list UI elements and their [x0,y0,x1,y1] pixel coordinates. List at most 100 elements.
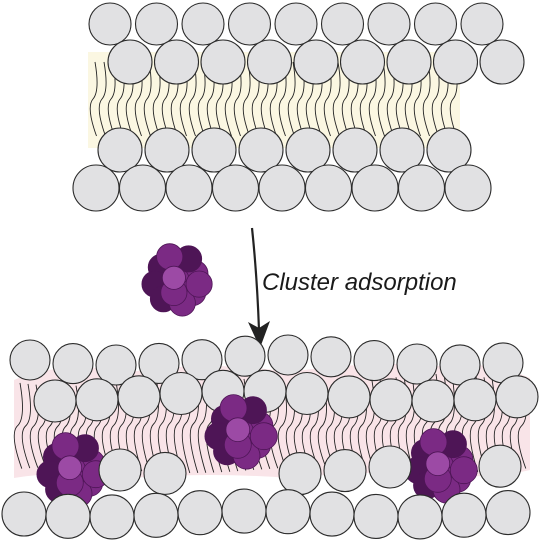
lipid-head-icon [327,375,371,419]
lipid-head-icon [221,488,267,534]
lipid-head-icon [460,2,504,46]
lipid-head-icon [396,343,438,385]
lipid-head-icon [75,378,119,422]
lipid-head-icon [95,344,137,386]
bottom-bilayer-upper-leaflet [9,334,539,423]
arrow-shaft [250,227,261,331]
lipid-head-icon [133,492,179,538]
lipid-tail-icon [233,61,242,137]
lipid-head-icon [495,375,539,419]
lipid-head-icon [368,445,412,489]
lipid-tail-icon [197,61,206,137]
lipid-head-icon [397,494,443,540]
lipid-head-icon [386,39,432,85]
lipid-head-icon [45,493,91,539]
lipid-head-icon [411,379,455,423]
bottom-bilayer-with-clusters [1,334,539,540]
lipid-head-icon [211,164,260,212]
lipid-tail-icon [377,61,386,137]
lipid-head-icon [165,164,213,212]
cluster-icon [404,428,478,504]
lipid-head-icon [479,39,525,85]
lipid-head-icon [309,491,355,537]
lipid-tail-icon [277,384,287,468]
cluster-atom [225,417,251,443]
lipid-head-icon [367,2,411,46]
lipid-tail-icon [13,382,23,469]
lipid-head-icon [52,343,94,385]
lipid-head-icon [339,39,386,85]
lipid-tail-icon [422,61,431,137]
lipid-head-icon [278,452,322,496]
lipid-tail-icon [332,61,341,137]
lipid-tail-icon [287,61,296,137]
lipid-tail-icon [188,61,197,137]
lipid-head-icon [285,127,331,173]
lipid-head-icon [453,378,497,422]
lipid-head-icon [426,127,472,173]
lipid-head-icon [478,444,522,488]
cluster-atom [419,428,448,457]
cluster-atom [57,455,83,481]
cluster-atom [156,243,184,271]
cluster-icon [204,394,278,470]
lipid-head-icon [72,164,120,212]
top-bilayer-pristine [72,2,525,212]
lipid-tail-icon [143,61,152,137]
lipid-head-icon [177,490,223,536]
lipid-head-icon [485,490,531,536]
lipid-head-icon [320,2,365,46]
lipid-head-icon [444,164,492,212]
bottom-bilayer-lower-leaflet [1,444,531,540]
lipid-head-icon [267,334,309,376]
lipid-head-icon [265,489,311,535]
lipid-head-icon [432,39,479,85]
lipid-head-icon [274,2,318,46]
lipid-head-icon [200,39,246,85]
lipid-tail-icon [89,61,98,137]
lipid-head-icon [88,2,132,46]
lipid-tail-icon [21,383,31,469]
lipid-head-icon [351,164,399,212]
lipid-head-icon [191,127,237,173]
lipid-head-icon [181,2,225,46]
top-bilayer-upper-leaflet [88,2,525,85]
down-arrow-icon [248,227,270,348]
lipid-head-icon [89,494,135,540]
caption-label: Cluster adsorption [262,269,457,296]
lipid-tail-icon [242,61,251,137]
cluster-atom [425,451,451,477]
cluster-atom [219,394,248,423]
lipid-head-icon [117,375,161,419]
top-bilayer-lower-leaflet [72,127,492,212]
lipid-head-icon [143,451,187,495]
lipid-head-icon [144,127,190,173]
lipid-head-icon [138,342,180,384]
lipid-head-icon [153,39,200,85]
lipid-tail-icon [98,61,107,137]
cluster-atom [449,456,478,485]
lipid-head-icon [258,164,306,212]
cluster-icon [141,243,213,317]
lipid-head-icon [353,493,399,539]
lipid-head-icon [1,491,47,537]
lipid-head-icon [134,2,179,46]
lipid-head-icon [293,39,339,85]
lipid-head-icon [181,339,223,381]
cluster-atom [161,265,186,290]
lipid-head-icon [227,2,272,46]
lipid-head-icon [246,39,293,85]
lipid-head-icon [441,492,487,538]
lipid-head-icon [159,371,203,416]
arrow-head [248,321,270,348]
cluster-atom [249,422,278,451]
lipid-head-icon [33,379,77,423]
lipid-head-icon [118,164,167,212]
lipid-head-icon [9,339,51,381]
lipid-head-icon [353,340,395,382]
lipid-head-icon [332,127,378,173]
lipid-head-icon [107,39,153,85]
lipid-head-icon [397,164,446,212]
lipid-head-icon [304,164,353,212]
